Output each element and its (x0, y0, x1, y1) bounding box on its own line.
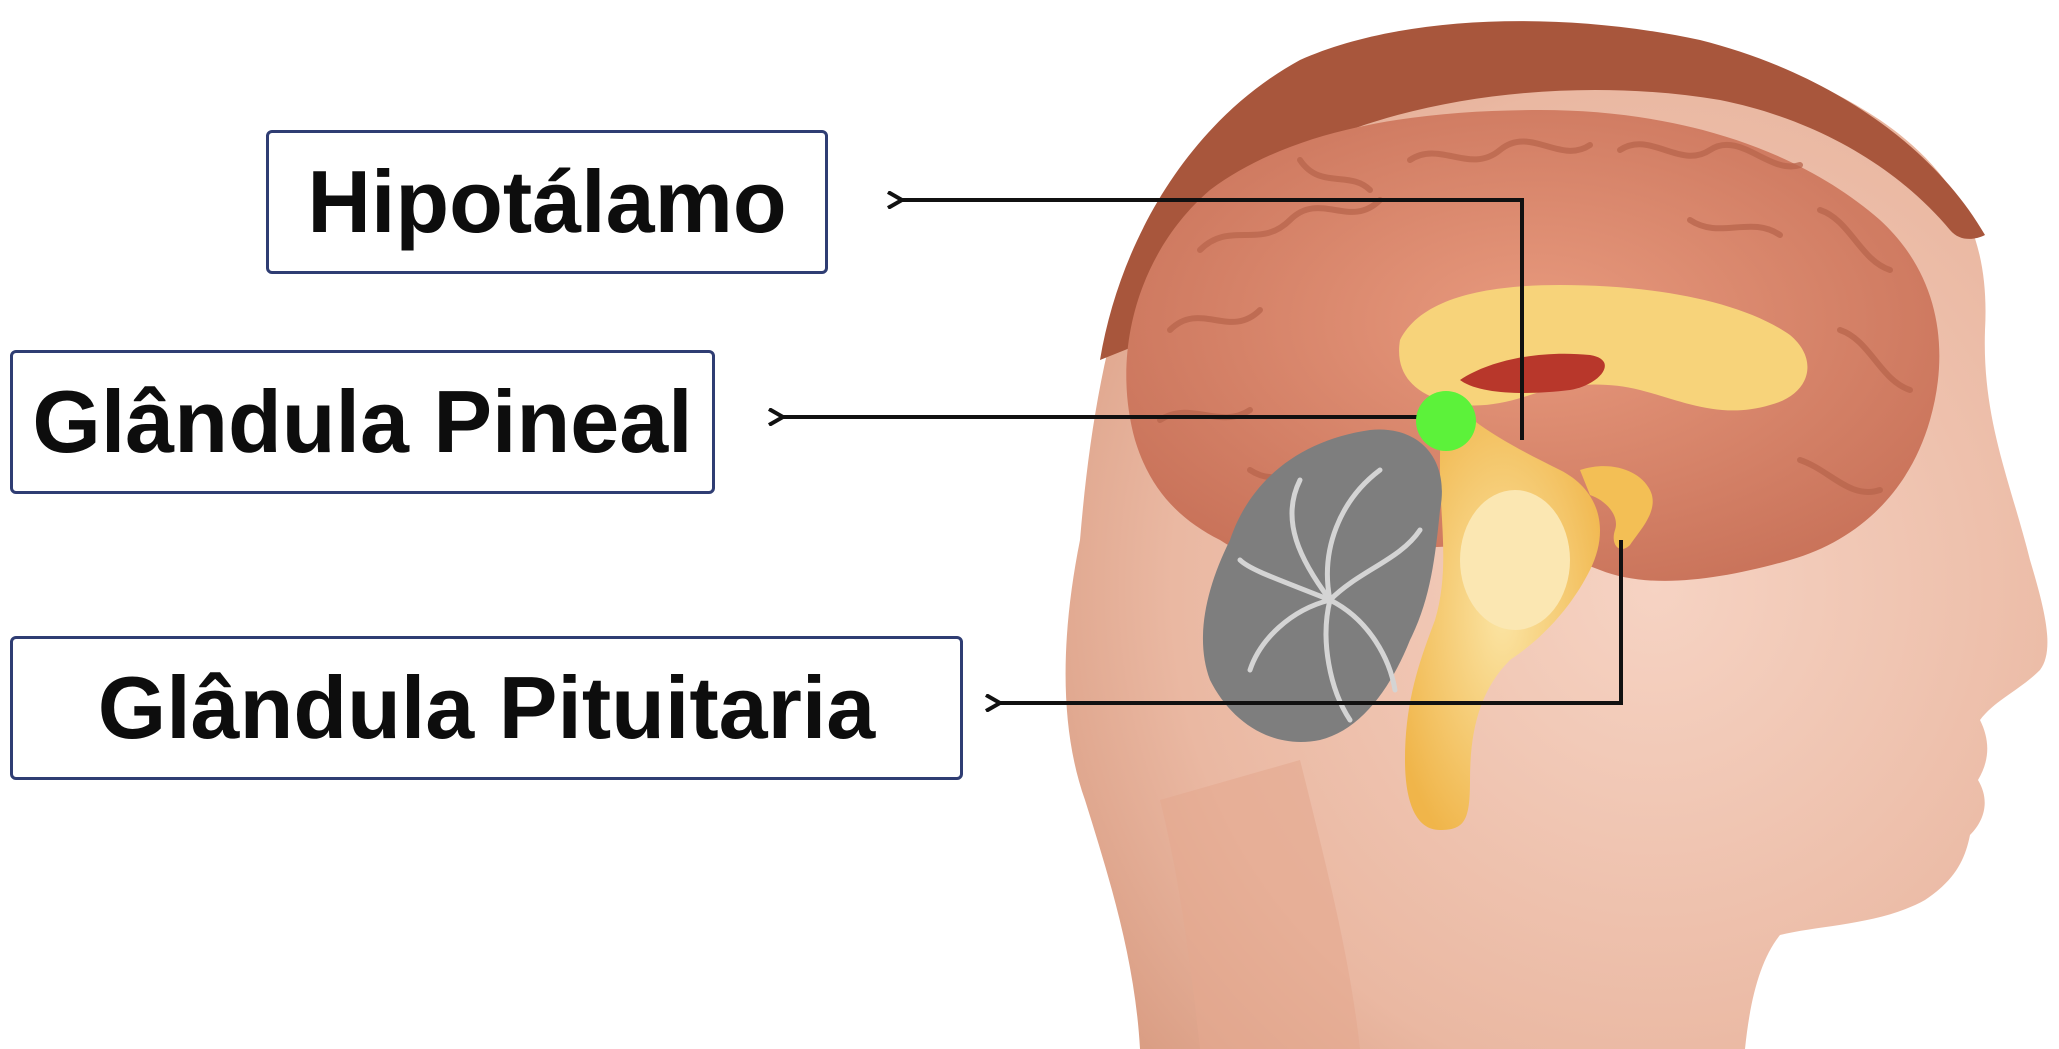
label-pineal: Glândula Pineal (32, 371, 692, 473)
label-box-pineal: Glândula Pineal (10, 350, 715, 494)
label-pituitary: Glândula Pituitaria (98, 657, 875, 759)
pons (1460, 490, 1570, 630)
green-dot-marker (1416, 391, 1476, 451)
label-hypothalamus: Hipotálamo (307, 151, 786, 253)
label-box-pituitary: Glândula Pituitaria (10, 636, 963, 780)
label-box-hypothalamus: Hipotálamo (266, 130, 828, 274)
